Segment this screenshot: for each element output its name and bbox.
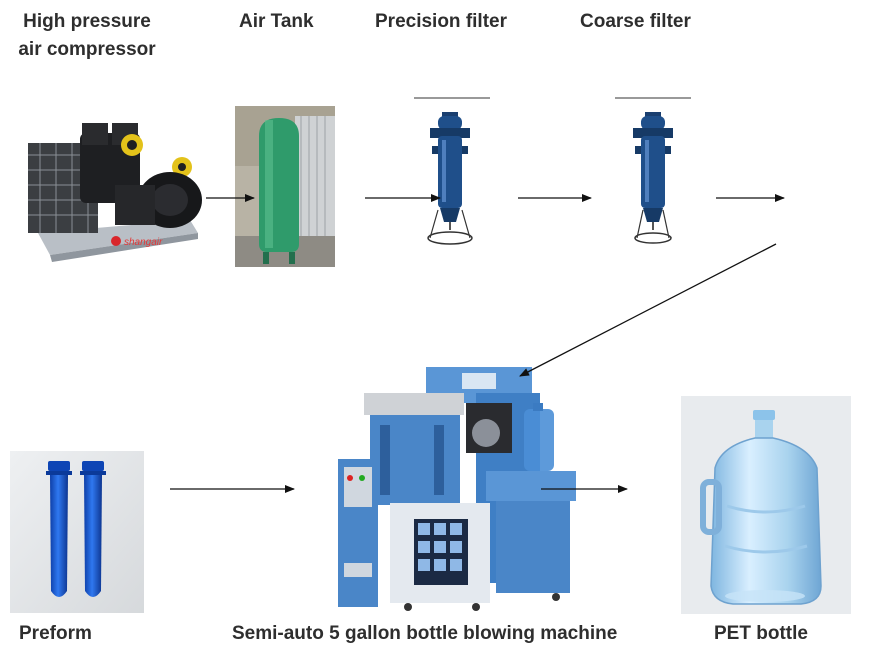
preform-label: Preform <box>19 623 92 644</box>
pet-bottle-label: PET bottle <box>714 623 808 644</box>
compressor-brand-text: shangair <box>124 237 163 248</box>
air-compressor-image: shangair <box>20 115 206 265</box>
coarse-filter-image <box>625 110 681 248</box>
blowing-machine-image <box>336 363 580 613</box>
machine-label: Semi-auto 5 gallon bottle blowing machin… <box>232 623 618 644</box>
preform-image <box>10 451 144 613</box>
compressor-label-line1: High pressure <box>23 11 151 32</box>
arrow-to-machine <box>519 243 777 377</box>
pet-bottle-image <box>681 396 851 614</box>
precision-filter-label: Precision filter <box>375 11 507 32</box>
compressor-label: High pressure air compressor <box>12 8 162 64</box>
air-tank-label: Air Tank <box>239 11 314 32</box>
air-tank-image <box>235 106 335 267</box>
coarse-filter-label: Coarse filter <box>580 11 691 32</box>
precision-filter-image <box>422 110 478 248</box>
compressor-label-line2: air compressor <box>18 39 156 60</box>
